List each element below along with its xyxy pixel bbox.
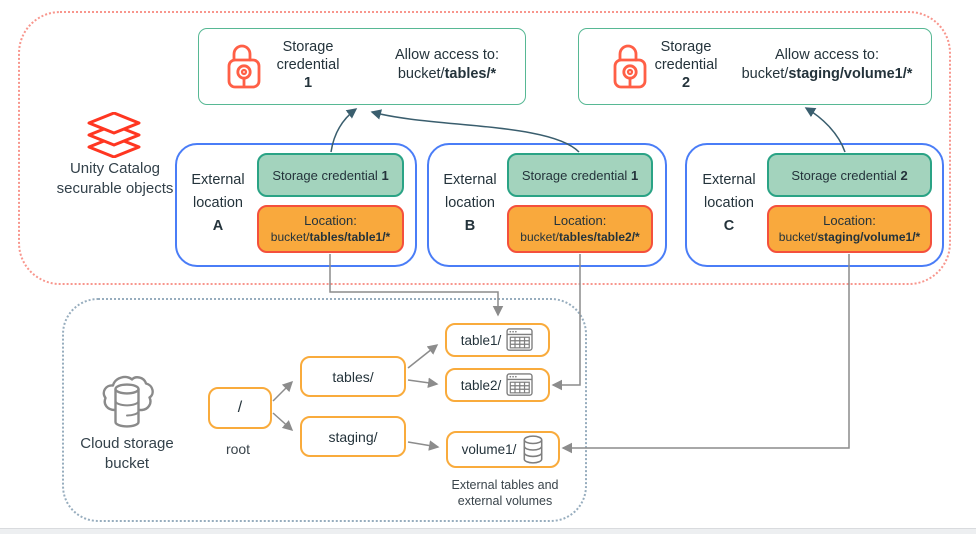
location-title: Location: [823,213,876,228]
chip-text: Storage credential [272,167,378,183]
bottom-strip [0,528,976,534]
root-label: root [205,440,271,458]
storage-credential-chip-a: Storage credential 1 [257,153,404,197]
credential-1-name-line1: Storage [282,39,334,55]
table-icon [506,373,534,397]
credential-1-number: 1 [303,75,313,91]
leaf-node-text: table1/ [460,332,502,348]
root-label-text: root [225,441,251,457]
location-letter: C [723,217,735,234]
storage-credential-card-2 [578,28,932,105]
unity-catalog-label-line1: Unity Catalog [69,160,161,177]
label-line: location [704,194,754,211]
folder-node-staging: staging/ [300,416,406,457]
unity-catalog-label: Unity Catalog securable objects [20,158,210,200]
folder-node-tables: tables/ [300,356,406,397]
lock-icon [608,39,652,91]
credential-2-number: 2 [681,75,691,91]
credential-2-allow-title: Allow access to: [775,47,879,63]
credential-2-name-line1: Storage [660,39,712,55]
credential-2-name-line2: credential [654,57,718,73]
caption-line1: External tables and [451,478,559,492]
location-letter: A [212,217,224,234]
leaf-node-text: volume1/ [461,442,517,457]
folder-node-text: staging/ [328,428,378,445]
folder-node-text: tables/ [332,368,374,385]
location-path: bucket/tables/table1/* [270,230,391,244]
storage-credential-chip-c: Storage credential 2 [767,153,932,197]
credential-2-allow: Allow access to: bucket/staging/volume1/… [732,44,922,86]
leaf-node-volume1: volume1/ [446,431,560,468]
label-line: location [445,194,495,211]
storage-credential-chip-b: Storage credential 1 [507,153,653,197]
caption-line2: external volumes [457,494,553,508]
external-location-b-label: External location B [430,166,510,240]
leaf-node-text: table2/ [460,377,502,393]
location-title: Location: [553,213,607,228]
credential-1-allow-path: bucket/tables/* [397,66,497,82]
location-letter: B [464,217,476,234]
label-line: External [702,171,756,188]
external-tables-caption: External tables and external volumes [430,476,580,510]
label-line: External [443,171,497,188]
credential-1-name: Storage credential 1 [258,34,358,96]
location-chip-c: Location: bucket/staging/volume1/* [767,205,932,253]
chip-text: Storage credential [791,167,897,183]
cloud-storage-label-line1: Cloud storage [80,435,174,452]
storage-credential-card-1 [198,28,526,105]
lock-icon [222,39,266,91]
credential-1-allow: Allow access to: bucket/tables/* [362,44,532,86]
chip-text: Storage credential [521,167,628,183]
layers-stack-icon [84,112,144,158]
location-path: bucket/staging/volume1/* [778,230,921,244]
cloud-database-icon [96,368,158,432]
credential-2-allow-path: bucket/staging/volume1/* [741,66,913,82]
credential-1-name-line2: credential [276,57,340,73]
cloud-storage-label-line2: bucket [104,455,150,472]
label-line: location [193,194,243,211]
leaf-node-table2: table2/ [445,368,550,402]
root-node-text: / [237,399,243,416]
label-line: External [191,171,245,188]
location-path: bucket/tables/table2/* [520,230,640,244]
external-location-a-label: External location A [178,166,258,240]
external-location-c-label: External location C [689,166,769,240]
root-node: / [208,387,272,429]
location-chip-a: Location: bucket/tables/table1/* [257,205,404,253]
location-title: Location: [304,213,357,228]
cloud-storage-label: Cloud storage bucket [52,434,202,474]
leaf-node-table1: table1/ [445,323,550,357]
location-chip-b: Location: bucket/tables/table2/* [507,205,653,253]
database-icon [522,435,544,464]
unity-catalog-label-line2: securable objects [56,180,174,197]
credential-2-name: Storage credential 2 [636,34,736,96]
table-icon [506,328,534,352]
credential-1-allow-title: Allow access to: [395,47,499,63]
